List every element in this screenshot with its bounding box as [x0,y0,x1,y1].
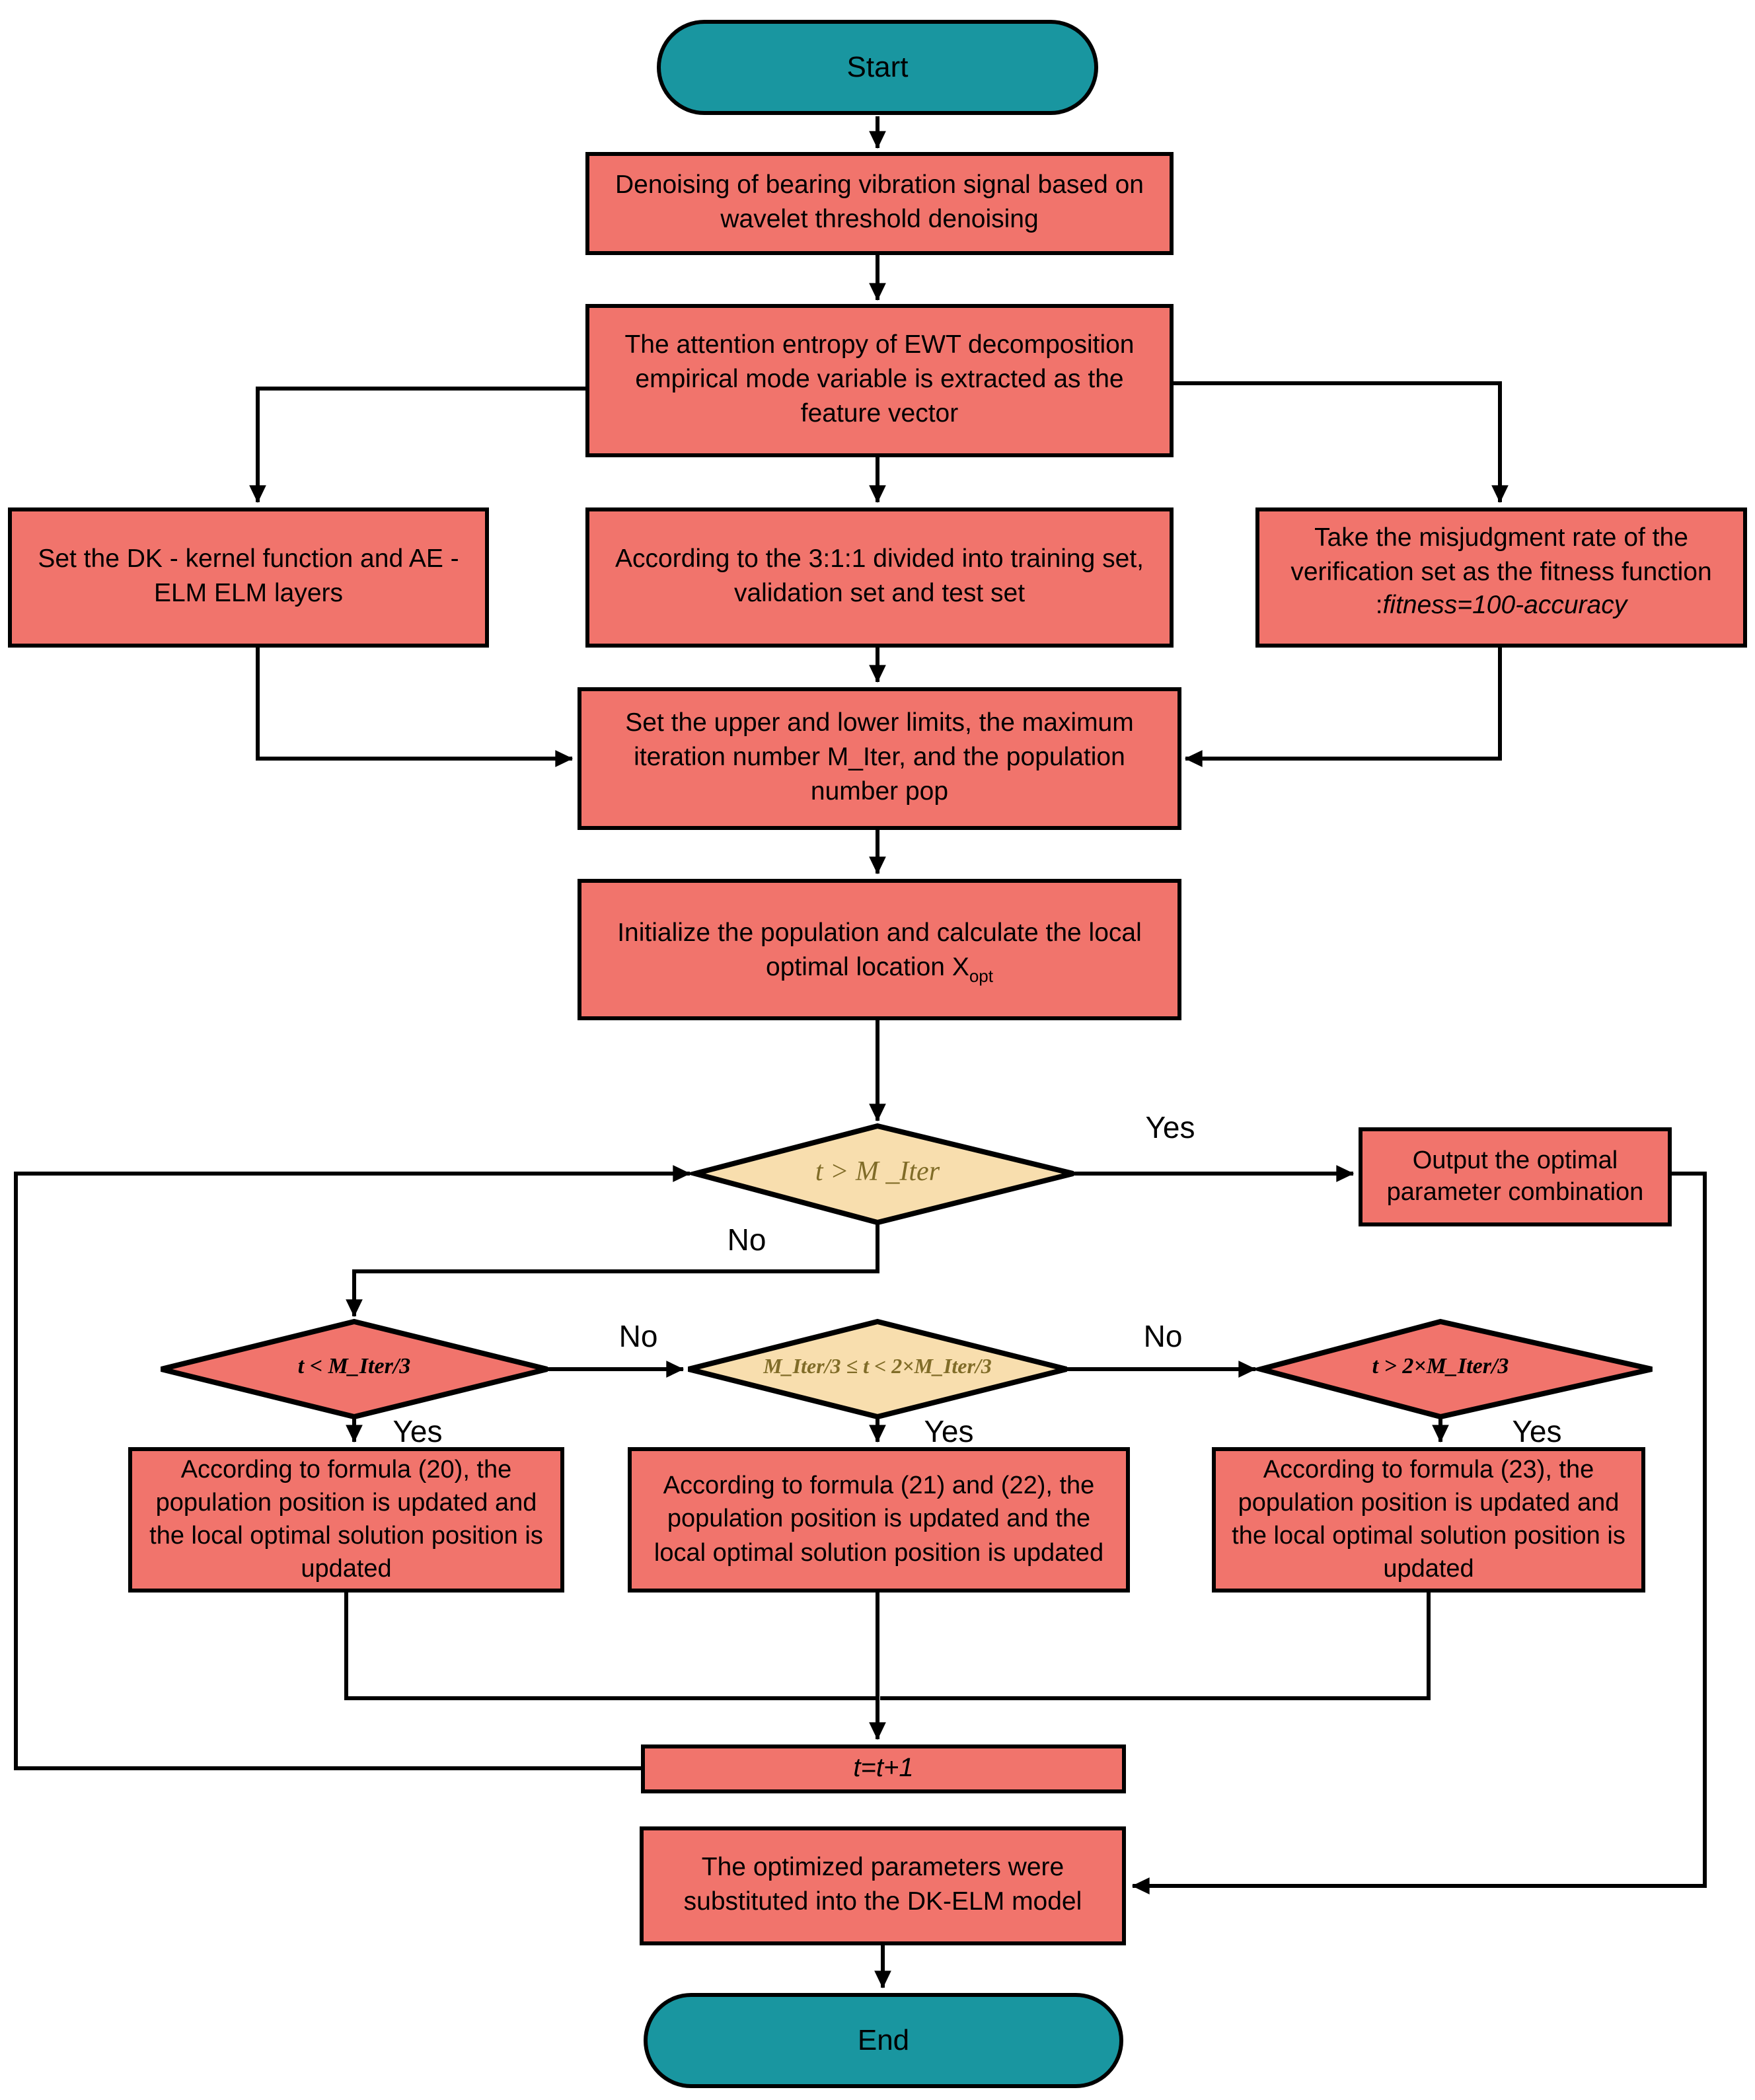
formula-21-22-step: According to formula (21) and (22), the … [628,1447,1130,1593]
substitute-step: The optimized parameters were substitute… [640,1826,1126,1945]
yes-label-early: Yes [392,1414,443,1448]
no-label-early-mid: No [618,1319,658,1353]
increment-step: t=t+1 [641,1744,1126,1793]
fitness-step: Take the misjudgment rate of the verific… [1255,507,1747,648]
entropy-step: The attention entropy of EWT decompositi… [585,304,1174,457]
init-population-step: Initialize the population and calculate … [578,879,1181,1020]
output-step: Output the optimal parameter combination [1359,1127,1672,1226]
start-node: Start [657,20,1098,115]
init-text: Initialize the population and calculate … [617,919,1142,982]
set-dk-step: Set the DK - kernel function and AE - EL… [8,507,489,648]
no-label-main: No [727,1222,766,1257]
decision-mid-label: M_Iter/3 ≤ t < 2×M_Iter/3 [763,1356,992,1378]
connector-fitness-limits [1184,648,1502,767]
fitness-text: Take the misjudgment rate of the verific… [1290,523,1712,620]
limits-step: Set the upper and lower limits, the maxi… [578,687,1181,830]
decision-early-diamond [161,1318,548,1420]
connector-entropy-fitness [1171,381,1509,504]
connector-setdk-limits [256,648,574,767]
connector-output-substitute [1131,1172,1707,1894]
no-label-mid-late: No [1143,1319,1183,1353]
fitness-formula: fitness=100-accuracy [1382,591,1627,620]
connector-formula23-merge [880,1593,1431,1700]
yes-label-mid: Yes [924,1414,974,1448]
end-node: End [644,1993,1123,2088]
init-subscript: opt [969,965,993,986]
formula-20-step: According to formula (20), the populatio… [128,1447,564,1593]
decision-late-diamond [1250,1318,1653,1420]
formula-23-step: According to formula (23), the populatio… [1212,1447,1645,1593]
decision-main-label: t > M _Iter [815,1155,940,1187]
dataset-split-step: According to the 3:1:1 divided into trai… [585,507,1174,648]
decision-late-label: t > 2×M_Iter/3 [1372,1353,1509,1378]
connector-formula20-merge [344,1593,877,1700]
decision-main-diamond [685,1123,1074,1226]
decision-mid-diamond [688,1318,1067,1420]
connector-decision-no-early [346,1222,879,1318]
connector-increment-loopback [14,1165,691,1770]
decision-early-label: t < M_Iter/3 [297,1353,411,1378]
yes-label-main: Yes [1145,1110,1195,1144]
denoise-step: Denoising of bearing vibration signal ba… [585,152,1174,255]
yes-label-late: Yes [1512,1414,1562,1448]
connector-entropy-setdk [249,387,588,504]
